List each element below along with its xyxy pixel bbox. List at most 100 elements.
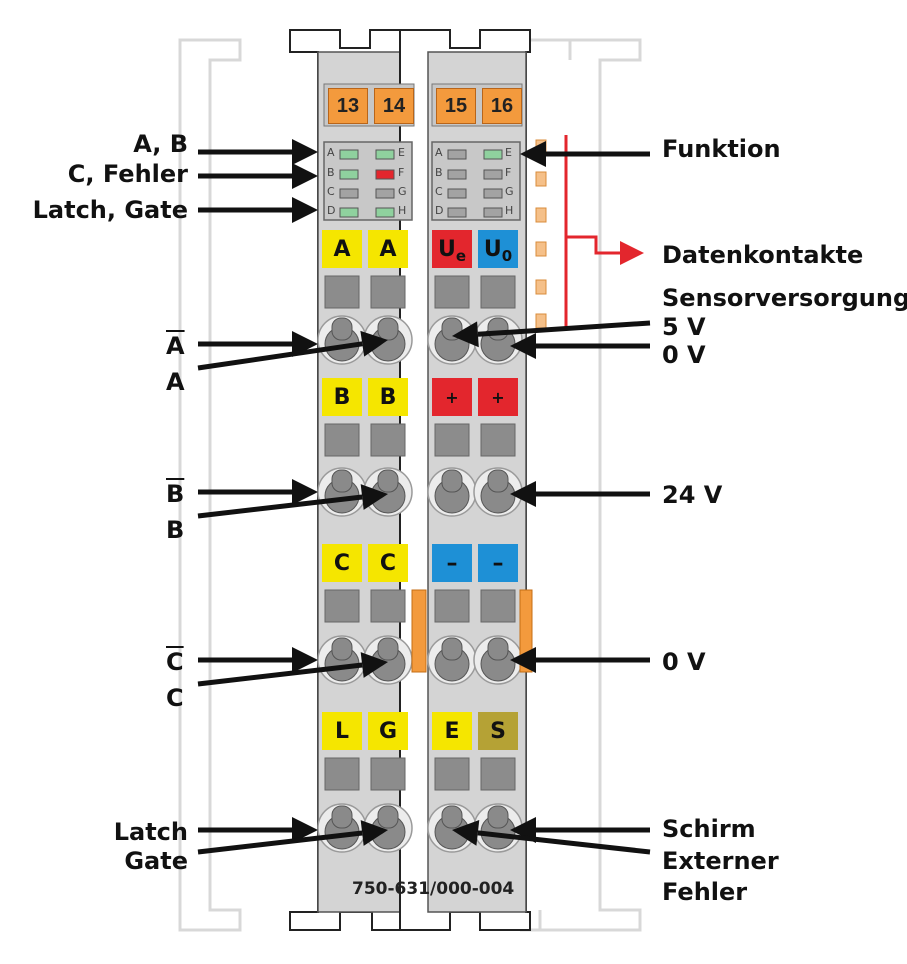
clamp-slot-3-1: [377, 805, 399, 829]
led2-letter-h: H: [505, 204, 514, 217]
terminal-number-15: 15: [436, 88, 476, 124]
rail-outline-right: [520, 38, 642, 932]
data-contacts: [535, 139, 547, 329]
led2-letter-d: D: [435, 204, 444, 217]
part-number: 750-631/000-004: [352, 879, 515, 899]
orange-strip-1: [411, 589, 427, 673]
label-0v-mid: 0 V: [662, 648, 706, 676]
label-funktion: Funktion: [662, 135, 781, 163]
led-letter-b: B: [327, 166, 335, 179]
arrow-b-head: [360, 484, 388, 510]
led-m1-left-2: [339, 188, 359, 199]
arrow-gate-head: [360, 820, 388, 846]
arrow-24v: [510, 481, 650, 507]
led-m1-left-1: [339, 169, 359, 180]
led-letter-f: F: [398, 166, 405, 179]
led2-letter-f: F: [505, 166, 512, 179]
slot-3-3: [480, 757, 516, 791]
clamp-slot-2-3: [487, 637, 509, 661]
arrow-externer-fehler-head: [452, 819, 480, 846]
led-m2-right-1: [483, 169, 503, 180]
led-m2-right-3: [483, 207, 503, 218]
label-5v: 5 V: [662, 313, 706, 341]
data-contacts-arrow: [564, 135, 622, 330]
terminal-number-16: 16: [482, 88, 522, 124]
label-externer: Externer: [662, 847, 779, 875]
terminal-number-13: 13: [328, 88, 368, 124]
led-panel-1: [323, 141, 413, 221]
slot-1-1: [370, 423, 406, 457]
led-m1-right-0: [375, 149, 395, 160]
led2-letter-c: C: [435, 185, 443, 198]
slot-0-0: [324, 275, 360, 309]
arrow-latch-head: [292, 817, 318, 843]
chip-g: G: [368, 712, 408, 750]
arrow-a-bar: [198, 331, 318, 357]
arrow-b: [197, 484, 388, 519]
chip-a-bar: A: [368, 230, 408, 268]
clamp-slot-3-3: [487, 805, 509, 829]
chip-ue-sub: e: [455, 247, 467, 265]
arrow-c-fehler-head: [292, 163, 318, 189]
rail-outline-left: [178, 38, 242, 932]
led-m1-right-2: [375, 188, 395, 199]
chip-plus-1: +: [432, 378, 472, 416]
label-fehler: Fehler: [662, 878, 748, 906]
clamp-slot-3-2: [441, 805, 463, 829]
label-sensorversorgung: Sensorversorgung: [662, 284, 907, 312]
chip-e: E: [432, 712, 472, 750]
clamp-slot-1-2: [441, 469, 463, 493]
led-m2-right-0: [483, 149, 503, 160]
arrow-5v: [452, 320, 651, 348]
label-latch-gate-top: Latch, Gate: [32, 196, 188, 224]
slot-0-3: [480, 275, 516, 309]
slot-3-0: [324, 757, 360, 791]
slot-2-0: [324, 589, 360, 623]
led-letter-a: A: [327, 146, 335, 159]
chip-ue-main: U: [437, 236, 456, 262]
label-a: A: [166, 368, 185, 396]
led2-letter-g: G: [505, 185, 514, 198]
slot-1-2: [434, 423, 470, 457]
slot-0-2: [434, 275, 470, 309]
clamp-slot-0-1: [377, 317, 399, 341]
arrow-5v-shaft: [477, 320, 651, 337]
arrow-funktion: [520, 141, 650, 167]
chip-u0-sub: 0: [501, 247, 513, 265]
label-0v-top: 0 V: [662, 341, 706, 369]
arrow-gate: [197, 820, 388, 855]
label-a-bar: A: [166, 332, 185, 360]
label-24v: 24 V: [662, 481, 723, 509]
chip-minus-2: –: [478, 544, 518, 582]
arrow-latch-gate-top-head: [292, 197, 318, 223]
clamp-slot-0-3: [487, 317, 509, 341]
chip-s: S: [478, 712, 518, 750]
arrow-externer-fehler-shaft: [477, 830, 651, 855]
clamp-slot-2-1: [377, 637, 399, 661]
label-gate: Gate: [124, 847, 188, 875]
arrow-a-head: [360, 330, 388, 357]
arrow-a-b: [198, 139, 318, 165]
slot-2-1: [370, 589, 406, 623]
led-m2-left-2: [447, 188, 467, 199]
slot-2-3: [480, 589, 516, 623]
arrow-latch: [198, 817, 318, 843]
arrow-c-head: [360, 652, 388, 678]
arrow-gate-shaft: [197, 830, 363, 855]
chip-b: B: [322, 378, 362, 416]
slot-0-1: [370, 275, 406, 309]
arrow-0v-mid-head: [510, 647, 536, 673]
label-c: C: [166, 684, 184, 712]
arrow-5v-head: [452, 321, 479, 348]
clamp-slot-2-2: [441, 637, 463, 661]
led-m2-left-1: [447, 169, 467, 180]
label-latch: Latch: [113, 818, 188, 846]
led-m2-right-2: [483, 188, 503, 199]
clamp-slot-2-0: [331, 637, 353, 661]
slot-3-1: [370, 757, 406, 791]
chip-a: A: [322, 230, 362, 268]
slot-1-0: [324, 423, 360, 457]
slot-2-2: [434, 589, 470, 623]
clamp-slot-1-0: [331, 469, 353, 493]
